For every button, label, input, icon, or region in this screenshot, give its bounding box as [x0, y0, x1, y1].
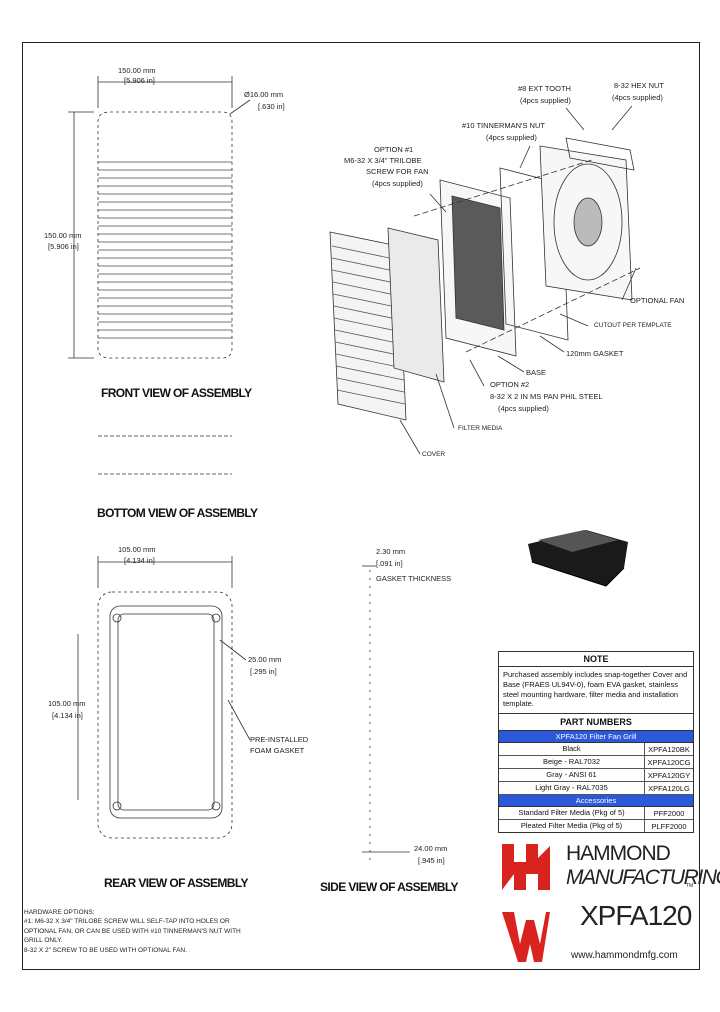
- callout-ext-tooth-qty: (4pcs supplied): [520, 96, 571, 105]
- part-desc: Light Gray - RAL7035: [499, 782, 645, 794]
- callout-option2-a: OPTION #2: [490, 380, 530, 389]
- note-body: Purchased assembly includes snap-togethe…: [503, 670, 688, 709]
- rear-view-title: REAR VIEW OF ASSEMBLY: [104, 876, 248, 890]
- foam-gasket-label: FOAM GASKET: [250, 746, 305, 755]
- model-number: XPFA120: [580, 900, 692, 931]
- callout-cutout: CUTOUT PER TEMPLATE: [594, 322, 672, 329]
- callout-option1-c: SCREW FOR FAN: [366, 167, 429, 176]
- hole-dim-mm: 25.00 mm: [248, 655, 282, 664]
- hardware-line: #1: M6-32 X 3/4" TRILOBE SCREW WILL SELF…: [24, 918, 230, 926]
- drawing-border: [22, 42, 700, 970]
- callout-hex-nut: 8-32 HEX NUT: [614, 81, 665, 90]
- bottom-view: [98, 435, 232, 475]
- brand-manufacturing: MANUFACTURING: [566, 866, 720, 889]
- brand-tm: TM: [686, 883, 694, 889]
- callout-tinnerman-qty: (4pcs supplied): [486, 133, 537, 142]
- parts-band-filter-fan: XPFA120 Filter Fan Grill: [499, 731, 693, 743]
- part-number: XPFA120CG: [647, 757, 691, 767]
- callout-option1-d: (4pcs supplied): [372, 179, 423, 188]
- callout-optional-fan: OPTIONAL FAN: [630, 296, 685, 305]
- side-depth-mm: 24.00 mm: [414, 844, 448, 853]
- part-number: XPFA120LG: [648, 783, 690, 793]
- gasket-thickness-label: GASKET THICKNESS: [376, 574, 452, 583]
- front-view: [68, 76, 251, 359]
- part-desc: Beige - RAL7032: [499, 756, 645, 768]
- callout-option2-c: (4pcs supplied): [498, 404, 549, 413]
- side-view-title: SIDE VIEW OF ASSEMBLY: [320, 880, 458, 894]
- front-height-in: [5.906 in]: [48, 242, 79, 251]
- accessory-desc: Pleated Filter Media (Pkg of 5): [499, 820, 645, 832]
- bottom-view-title: BOTTOM VIEW OF ASSEMBLY: [97, 506, 258, 520]
- callout-filter-media: FILTER MEDIA: [458, 425, 503, 432]
- callout-option2-b: 8-32 X 2 IN MS PAN PHIL STEEL: [490, 392, 603, 401]
- accessory-desc: Standard Filter Media (Pkg of 5): [499, 807, 645, 819]
- callout-tinnerman: #10 TINNERMAN'S NUT: [462, 121, 545, 130]
- gasket-thickness-mm: 2.30 mm: [376, 547, 406, 556]
- callout-base: BASE: [526, 368, 547, 377]
- note-table: NOTE Purchased assembly includes snap-to…: [498, 651, 694, 833]
- table-row: Standard Filter Media (Pkg of 5) PFF2000: [499, 807, 693, 820]
- hardware-options: HARDWARE OPTIONS: #1: M6-32 X 3/4" TRILO…: [24, 908, 241, 955]
- preinstalled-label: PRE-INSTALLED: [250, 735, 309, 744]
- front-view-title: FRONT VIEW OF ASSEMBLY: [101, 386, 252, 400]
- hardware-line: OPTIONAL FAN, OR CAN BE USED WITH #10 TI…: [24, 927, 241, 935]
- callout-option1-a: OPTION #1: [374, 145, 414, 154]
- part-number: XPFA120GY: [647, 770, 691, 780]
- rear-width-mm: 105.00 mm: [118, 545, 156, 554]
- part-number: XPFA120BK: [648, 744, 690, 754]
- accessory-number: PFF2000: [653, 808, 685, 818]
- exploded-view: [329, 105, 641, 455]
- side-depth-in: [.945 in]: [418, 856, 445, 865]
- part-desc: Black: [499, 743, 645, 755]
- rear-view: [77, 556, 251, 839]
- corner-radius-mm: Ø16.00 mm: [244, 90, 284, 99]
- rear-height-mm: 105.00 mm: [48, 699, 86, 708]
- website-url[interactable]: www.hammondmfg.com: [571, 950, 678, 961]
- hardware-line: GRILL ONLY.: [24, 937, 63, 945]
- callout-hex-nut-qty: (4pcs supplied): [612, 93, 663, 102]
- side-view: [362, 565, 410, 860]
- hardware-heading: HARDWARE OPTIONS:: [24, 909, 95, 916]
- hardware-line: 8-32 X 2" SCREW TO BE USED WITH OPTIONAL…: [24, 946, 187, 954]
- callout-option1-b: M6-32 X 3/4" TRILOBE: [344, 156, 422, 165]
- note-heading: NOTE: [499, 652, 693, 667]
- front-height-mm: 150.00 mm: [44, 231, 82, 240]
- corner-radius-in: [.630 in]: [258, 102, 285, 111]
- callout-ext-tooth: #8 EXT TOOTH: [518, 84, 571, 93]
- callout-cover: COVER: [422, 451, 446, 458]
- gasket-thickness-in: [.091 in]: [376, 559, 403, 568]
- product-photo: [528, 530, 628, 587]
- table-row: Pleated Filter Media (Pkg of 5) PLFF2000: [499, 820, 693, 832]
- front-width-in: [5.906 in]: [124, 76, 155, 85]
- front-width-mm: 150.00 mm: [118, 66, 156, 75]
- parts-heading: PART NUMBERS: [499, 713, 693, 731]
- callout-gasket: 120mm GASKET: [566, 349, 624, 358]
- rear-height-in: [4.134 in]: [52, 711, 83, 720]
- hole-dim-in: [.295 in]: [250, 667, 277, 676]
- rear-width-in: [4.134 in]: [124, 556, 155, 565]
- brand-hammond: HAMMOND: [566, 842, 671, 865]
- accessory-number: PLFF2000: [651, 821, 687, 831]
- part-desc: Gray - ANSI 61: [499, 769, 645, 781]
- parts-band-accessories: Accessories: [499, 795, 693, 807]
